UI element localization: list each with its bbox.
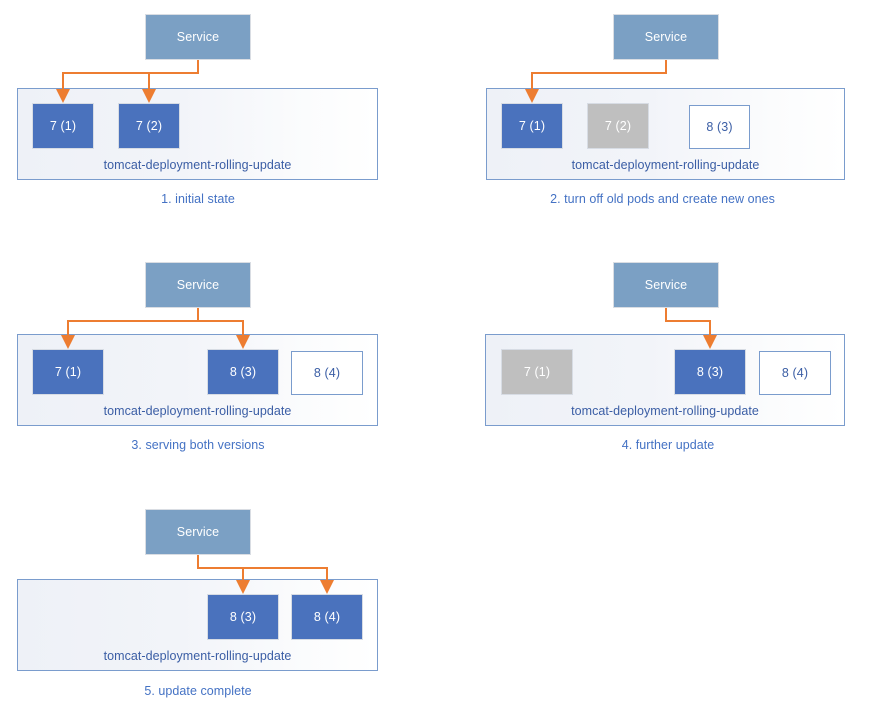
pod-7-1: 7 (1) [32, 103, 94, 149]
panel-caption: 5. update complete [144, 684, 252, 698]
pod-7-1: 7 (1) [32, 349, 104, 395]
service-box: Service [145, 14, 251, 60]
pod-8-3: 8 (3) [674, 349, 746, 395]
pod-8-3: 8 (3) [207, 594, 279, 640]
pod-7-1: 7 (1) [501, 103, 563, 149]
panel-caption: 4. further update [621, 438, 715, 452]
pod-8-3: 8 (3) [689, 105, 750, 149]
service-box: Service [145, 509, 251, 555]
pod-7-2: 7 (2) [587, 103, 649, 149]
pod-8-4: 8 (4) [759, 351, 831, 395]
pod-7-1: 7 (1) [501, 349, 573, 395]
service-box: Service [613, 262, 719, 308]
pod-7-2: 7 (2) [118, 103, 180, 149]
service-box: Service [145, 262, 251, 308]
pod-8-4: 8 (4) [291, 594, 363, 640]
deployment-name-label: tomcat-deployment-rolling-update [103, 404, 292, 418]
pod-8-4: 8 (4) [291, 351, 363, 395]
panel-caption: 3. serving both versions [131, 438, 265, 452]
deployment-name-label: tomcat-deployment-rolling-update [103, 158, 292, 172]
service-box: Service [613, 14, 719, 60]
deployment-name-label: tomcat-deployment-rolling-update [103, 649, 292, 663]
panel-caption: 1. initial state [161, 192, 235, 206]
panel-caption: 2. turn off old pods and create new ones [550, 192, 775, 206]
deployment-name-label: tomcat-deployment-rolling-update [571, 158, 760, 172]
deployment-name-label: tomcat-deployment-rolling-update [571, 404, 759, 418]
pod-8-3: 8 (3) [207, 349, 279, 395]
